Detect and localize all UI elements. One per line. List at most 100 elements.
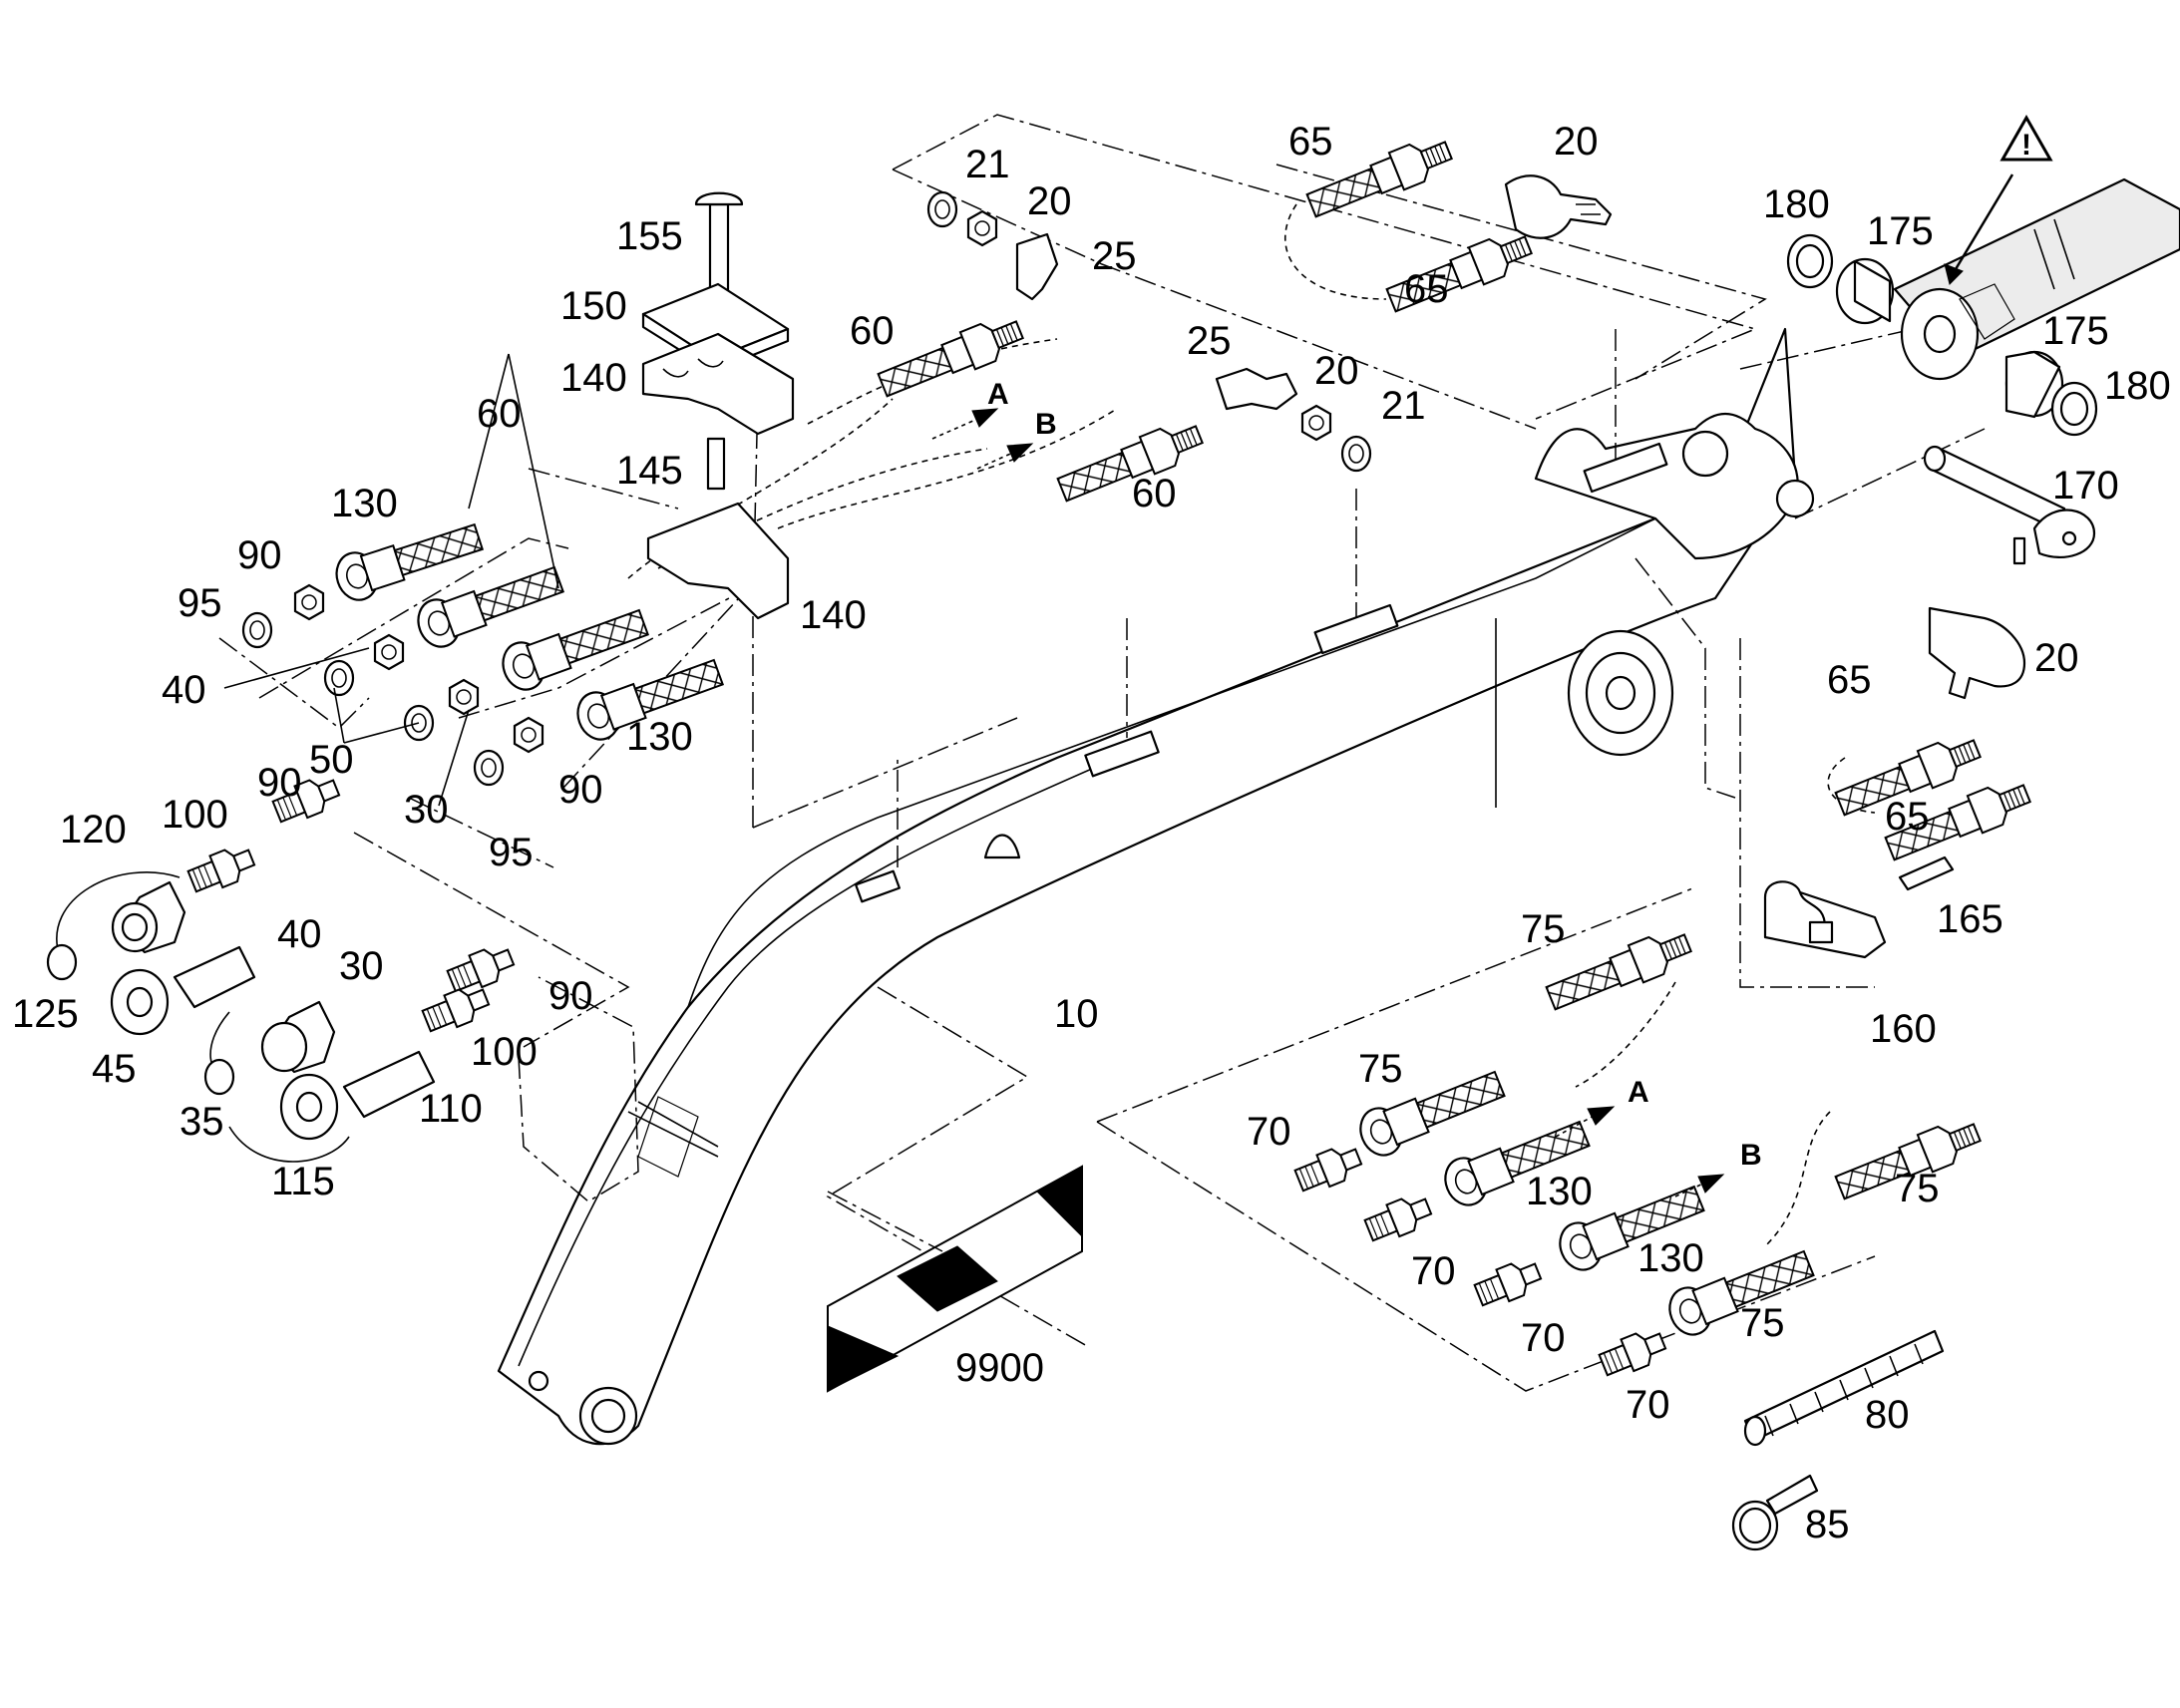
label-70: 70	[1247, 1110, 1291, 1154]
top-right-fittings	[1302, 131, 1613, 320]
label-20: 20	[1554, 120, 1599, 164]
label-110: 110	[419, 1087, 483, 1131]
label-90: 90	[237, 533, 282, 577]
nipple-90-b	[444, 940, 519, 998]
nut-20	[966, 209, 998, 247]
label-90: 90	[558, 768, 603, 812]
part-labels: 155 150 140 145 140 60 130 90 95 40 50 3…	[12, 120, 2171, 1546]
nipple-70-d	[1596, 1324, 1670, 1382]
label-60: 60	[1132, 472, 1177, 515]
spiral-guard-80	[1743, 1329, 1945, 1443]
label-25: 25	[1187, 319, 1232, 363]
warning-icon	[1999, 114, 2053, 162]
nut-30	[448, 678, 480, 716]
label-B: B	[1035, 408, 1057, 441]
plug-40	[173, 945, 256, 1009]
label-90: 90	[257, 761, 302, 805]
nut-90	[293, 583, 325, 621]
nipple-70-a	[1291, 1140, 1366, 1197]
label-65: 65	[1288, 120, 1333, 164]
elbow-25	[1015, 232, 1059, 301]
label-A: A	[1628, 1076, 1649, 1109]
decal-9900	[827, 1165, 1083, 1393]
label-85: 85	[1805, 1503, 1850, 1546]
nut-90-b	[513, 716, 545, 754]
label-10: 10	[1054, 992, 1099, 1036]
leader-lines	[218, 114, 1986, 1392]
washer-95	[241, 611, 273, 649]
label-115: 115	[271, 1160, 335, 1203]
label-130: 130	[331, 482, 398, 525]
label-20: 20	[1027, 179, 1072, 223]
washer-21	[926, 190, 958, 228]
label-80: 80	[1865, 1393, 1910, 1437]
label-40: 40	[162, 668, 206, 712]
label-95: 95	[489, 831, 534, 874]
screw-165	[1898, 855, 1955, 891]
label-30: 30	[339, 944, 384, 988]
label-175: 175	[2042, 309, 2109, 353]
label-130: 130	[1637, 1236, 1704, 1280]
label-50: 50	[309, 738, 354, 782]
label-130: 130	[1526, 1170, 1593, 1213]
label-120: 120	[60, 808, 127, 852]
label-75: 75	[1895, 1167, 1940, 1210]
label-40: 40	[277, 912, 322, 956]
cap-125	[46, 943, 78, 981]
label-165: 165	[1937, 897, 2003, 941]
nipple-70-b	[1361, 1190, 1436, 1247]
flow-arrows	[931, 408, 1725, 1197]
hose-60-b	[495, 598, 653, 697]
clamp-half-140	[641, 332, 795, 436]
label-95: 95	[178, 581, 222, 625]
label-21: 21	[965, 143, 1010, 186]
label-60: 60	[477, 392, 522, 436]
label-leaders	[223, 353, 559, 807]
label-20: 20	[1314, 349, 1359, 393]
nipple-70-c	[1471, 1254, 1546, 1312]
label-145: 145	[616, 449, 683, 493]
label-100: 100	[471, 1030, 538, 1074]
label-160: 160	[1870, 1007, 1937, 1051]
label-130: 130	[626, 715, 693, 759]
label-90: 90	[548, 974, 593, 1018]
label-180: 180	[2104, 364, 2171, 408]
elbow-20-top	[1504, 174, 1613, 239]
label-150: 150	[560, 284, 627, 328]
plug-110	[342, 1050, 436, 1119]
lower-right-fittings	[1291, 923, 1986, 1551]
label-65: 65	[1404, 267, 1449, 311]
sleeve-145	[706, 437, 726, 491]
right-side-fittings	[1763, 606, 2035, 959]
label-70: 70	[1411, 1249, 1456, 1293]
label-25: 25	[1092, 234, 1137, 278]
label-75: 75	[1740, 1301, 1785, 1345]
label-9900: 9900	[955, 1346, 1044, 1390]
label-20: 20	[2034, 636, 2079, 680]
warning-symbol: !	[2021, 129, 2031, 162]
clamp-assembly	[641, 191, 795, 620]
nipple-100	[184, 841, 259, 898]
left-couplings	[46, 771, 519, 1163]
label-180: 180	[1763, 182, 1830, 226]
label-100: 100	[162, 793, 228, 837]
label-35: 35	[180, 1100, 224, 1144]
top-center-fittings	[874, 190, 1372, 510]
hose-60-a	[410, 555, 568, 654]
nut-20-b	[1300, 404, 1332, 442]
label-30: 30	[404, 788, 449, 832]
hose-130-upper	[329, 512, 488, 607]
label-70: 70	[1521, 1316, 1566, 1360]
label-B: B	[1740, 1139, 1762, 1172]
washer-50-a	[323, 659, 355, 697]
cylinder-end: !	[1786, 114, 2180, 437]
label-A: A	[987, 378, 1009, 411]
label-60: 60	[850, 309, 895, 353]
label-170: 170	[2052, 464, 2119, 508]
washer-21-b	[1340, 435, 1372, 473]
label-75: 75	[1521, 907, 1566, 951]
nut-40	[373, 633, 405, 671]
clamp-half-140b	[646, 502, 790, 620]
label-45: 45	[92, 1047, 137, 1091]
